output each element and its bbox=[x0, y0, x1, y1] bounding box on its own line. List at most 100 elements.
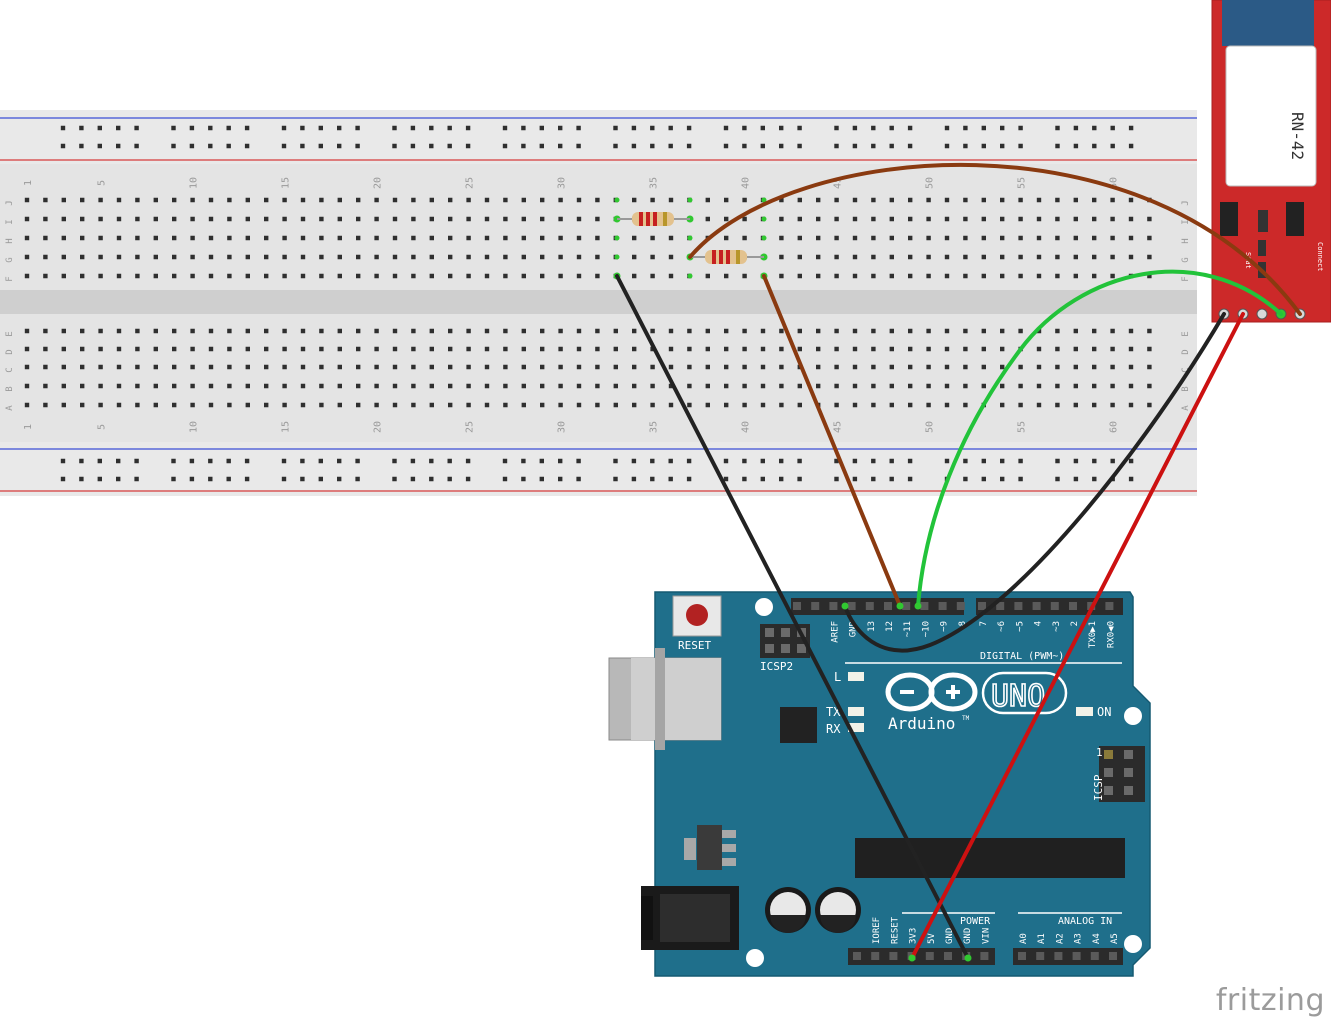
icsp2-header bbox=[760, 624, 810, 658]
power-pin-label: GND bbox=[963, 928, 973, 944]
header-pin bbox=[920, 602, 929, 610]
power-header bbox=[848, 948, 995, 965]
led-on bbox=[1076, 707, 1093, 716]
icsp-header bbox=[1099, 746, 1145, 802]
power-pin-label: 5V bbox=[927, 933, 937, 944]
arduino-brand: Arduino bbox=[888, 714, 955, 733]
column-number: 1 bbox=[23, 424, 34, 430]
led-rx bbox=[848, 723, 864, 732]
column-number: 20 bbox=[373, 421, 384, 433]
digital-pin-label: ~10 bbox=[921, 621, 931, 637]
header-pin bbox=[1014, 602, 1023, 610]
column-number: 35 bbox=[649, 177, 660, 189]
microcontroller-chip bbox=[855, 838, 1125, 878]
row-letter: B bbox=[5, 386, 15, 391]
digital-header-right bbox=[976, 598, 1123, 615]
header-pin bbox=[1054, 952, 1063, 960]
column-number: 60 bbox=[1109, 421, 1120, 433]
wire-black-gnd-breadboard bbox=[615, 274, 970, 960]
header-pin bbox=[938, 602, 947, 610]
breadboard: 1155101015152020252530303535404045455050… bbox=[0, 110, 1197, 496]
digital-pin-label: 8 bbox=[958, 621, 968, 626]
digital-pin-label: ~11 bbox=[903, 621, 913, 637]
analog-pin-label: A3 bbox=[1074, 933, 1084, 944]
digital-pin-label: ~9 bbox=[940, 621, 950, 632]
column-number: 30 bbox=[557, 177, 568, 189]
power-label: POWER bbox=[960, 916, 991, 927]
row-letter: J bbox=[5, 200, 15, 205]
reset-button[interactable] bbox=[672, 595, 722, 637]
reset-label: RESET bbox=[678, 639, 711, 652]
column-number: 45 bbox=[833, 421, 844, 433]
header-pin bbox=[902, 602, 911, 610]
row-letter: C bbox=[5, 367, 15, 372]
digital-pin-label: ~3 bbox=[1052, 621, 1062, 632]
column-number: 15 bbox=[281, 177, 292, 189]
resistor-1 bbox=[613, 212, 694, 226]
capacitor-2 bbox=[815, 887, 861, 933]
header-pin bbox=[978, 602, 986, 610]
header-pin bbox=[884, 602, 892, 610]
icsp2-label: ICSP2 bbox=[760, 660, 793, 673]
led-tx bbox=[848, 707, 864, 716]
digital-pin-label: 12 bbox=[885, 621, 895, 632]
breadboard-column-numbers: 1155101015152020252530303535404045455050… bbox=[23, 177, 1120, 433]
row-letter: I bbox=[5, 219, 15, 224]
header-pin bbox=[1018, 952, 1026, 960]
header-pin bbox=[925, 952, 934, 960]
power-pin-label: GND bbox=[945, 928, 955, 944]
row-letter: A bbox=[1181, 405, 1191, 411]
header-pin bbox=[1032, 602, 1041, 610]
power-pin-label: RESET bbox=[890, 916, 900, 944]
column-number: 20 bbox=[373, 177, 384, 189]
column-number: 40 bbox=[741, 421, 752, 433]
power-pin-label: 3V3 bbox=[909, 928, 919, 944]
row-letter: J bbox=[1181, 200, 1191, 205]
header-pin bbox=[1036, 952, 1045, 960]
header-pin bbox=[853, 952, 861, 960]
column-number: 10 bbox=[189, 421, 200, 433]
wire-endpoint bbox=[914, 602, 922, 610]
row-letter: C bbox=[1181, 367, 1191, 372]
digital-pin-label: GND bbox=[849, 621, 859, 637]
voltage-regulator bbox=[684, 825, 736, 870]
column-number: 55 bbox=[1017, 177, 1028, 189]
fritzing-watermark: fritzing bbox=[1215, 983, 1325, 1018]
analog-pin-label: A0 bbox=[1019, 933, 1029, 944]
analog-header bbox=[1013, 948, 1123, 965]
row-letter: G bbox=[5, 257, 15, 262]
power-jack bbox=[641, 886, 739, 950]
header-pin bbox=[1090, 952, 1099, 960]
row-letter: B bbox=[1181, 386, 1191, 391]
column-number: 30 bbox=[557, 421, 568, 433]
column-number: 10 bbox=[189, 177, 200, 189]
wire-endpoint bbox=[964, 954, 972, 962]
header-pin bbox=[1050, 602, 1059, 610]
digital-pin-label: ~6 bbox=[997, 621, 1007, 632]
row-letter: H bbox=[5, 238, 15, 243]
header-pin bbox=[865, 602, 874, 610]
header-pin bbox=[980, 952, 989, 960]
row-letter: D bbox=[5, 349, 15, 354]
arduino-trademark: TM bbox=[962, 715, 970, 722]
wire-endpoint bbox=[841, 602, 849, 610]
row-letter: A bbox=[5, 405, 15, 411]
analog-pin-label: A4 bbox=[1092, 933, 1102, 944]
analog-pin-label: A2 bbox=[1055, 933, 1065, 944]
bottom-header-pins bbox=[853, 952, 1117, 960]
arduino-logo bbox=[885, 672, 978, 712]
header-pin bbox=[996, 602, 1005, 610]
column-number: 50 bbox=[925, 177, 936, 189]
column-number: 15 bbox=[281, 421, 292, 433]
header-pin bbox=[829, 602, 838, 610]
digital-label: DIGITAL (PWM~) bbox=[980, 651, 1064, 662]
row-letter: G bbox=[1181, 257, 1191, 262]
wire-endpoint bbox=[908, 954, 916, 962]
wire-brown-pin11-resistor bbox=[762, 274, 902, 608]
row-letter: E bbox=[5, 331, 15, 336]
